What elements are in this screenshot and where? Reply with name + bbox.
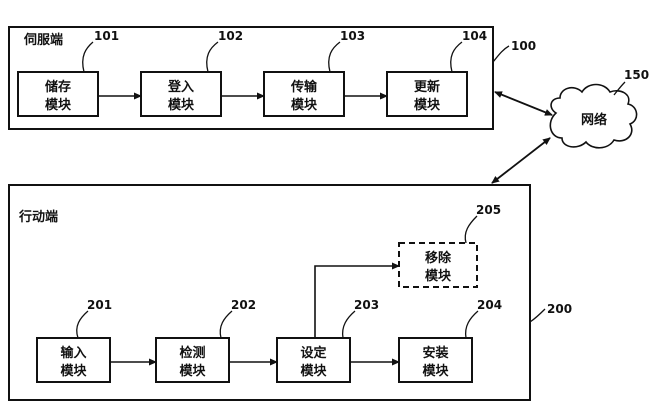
install-module-line2: 模块 — [422, 363, 449, 379]
leader-150 — [613, 81, 626, 96]
ref-201: 201 — [87, 298, 112, 312]
detect-module-line1: 检测 — [179, 345, 205, 361]
ref-104: 104 — [462, 29, 487, 43]
storage-module-line1: 储存 — [44, 79, 71, 95]
setting-module: 设定 模块 — [276, 337, 351, 383]
link-server-network — [494, 91, 553, 116]
login-module-line2: 模块 — [168, 97, 195, 113]
network-label: 网络 — [581, 112, 607, 128]
update-module-line2: 模块 — [414, 97, 441, 113]
ref-103: 103 — [340, 29, 365, 43]
leader-103 — [328, 41, 341, 73]
ref-203: 203 — [354, 298, 379, 312]
input-module-line1: 输入 — [60, 345, 86, 361]
arrow-setting-to-remove — [314, 262, 400, 338]
leader-205 — [464, 215, 478, 244]
leader-102 — [206, 41, 219, 73]
transfer-module-line1: 传输 — [290, 79, 318, 95]
network-cloud — [549, 83, 638, 149]
install-module: 安装 模块 — [398, 337, 473, 383]
setting-module-line2: 模块 — [300, 363, 327, 379]
leader-101 — [82, 41, 94, 73]
login-module: 登入 模块 — [140, 71, 222, 117]
server-title: 伺服端 — [23, 32, 63, 48]
mobile-container — [8, 184, 531, 401]
install-module-line1: 安装 — [422, 345, 448, 361]
server-container — [8, 26, 494, 130]
detect-module-line2: 模块 — [179, 363, 206, 379]
detect-module: 检测 模块 — [155, 337, 230, 383]
update-module-line1: 更新 — [414, 79, 440, 95]
setting-module-line1: 设定 — [300, 345, 326, 361]
login-module-line1: 登入 — [167, 79, 194, 95]
leader-204 — [464, 310, 479, 339]
link-network-mobile — [491, 137, 551, 184]
leader-104 — [450, 41, 463, 73]
transfer-module: 传输 模块 — [263, 71, 345, 117]
leader-200 — [529, 308, 546, 323]
storage-module-line2: 模块 — [45, 97, 72, 113]
ref-204: 204 — [477, 298, 502, 312]
mobile-title: 行动端 — [18, 209, 58, 225]
ref-102: 102 — [218, 29, 243, 43]
leader-100 — [492, 45, 510, 63]
ref-205: 205 — [476, 203, 501, 217]
update-module: 更新 模块 — [386, 71, 468, 117]
leader-201 — [76, 310, 89, 339]
ref-202: 202 — [231, 298, 256, 312]
ref-101: 101 — [94, 29, 119, 43]
transfer-module-line2: 模块 — [291, 97, 318, 113]
ref-200: 200 — [547, 302, 572, 316]
remove-module: 移除 模块 — [398, 242, 478, 288]
storage-module: 储存 模块 — [17, 71, 99, 117]
input-module: 输入 模块 — [36, 337, 111, 383]
ref-100: 100 — [511, 39, 536, 53]
ref-150: 150 — [624, 68, 649, 82]
remove-module-line2: 模块 — [425, 268, 452, 284]
remove-module-line1: 移除 — [425, 250, 452, 266]
input-module-line2: 模块 — [60, 363, 87, 379]
leader-203 — [341, 310, 356, 339]
leader-202 — [219, 310, 233, 339]
